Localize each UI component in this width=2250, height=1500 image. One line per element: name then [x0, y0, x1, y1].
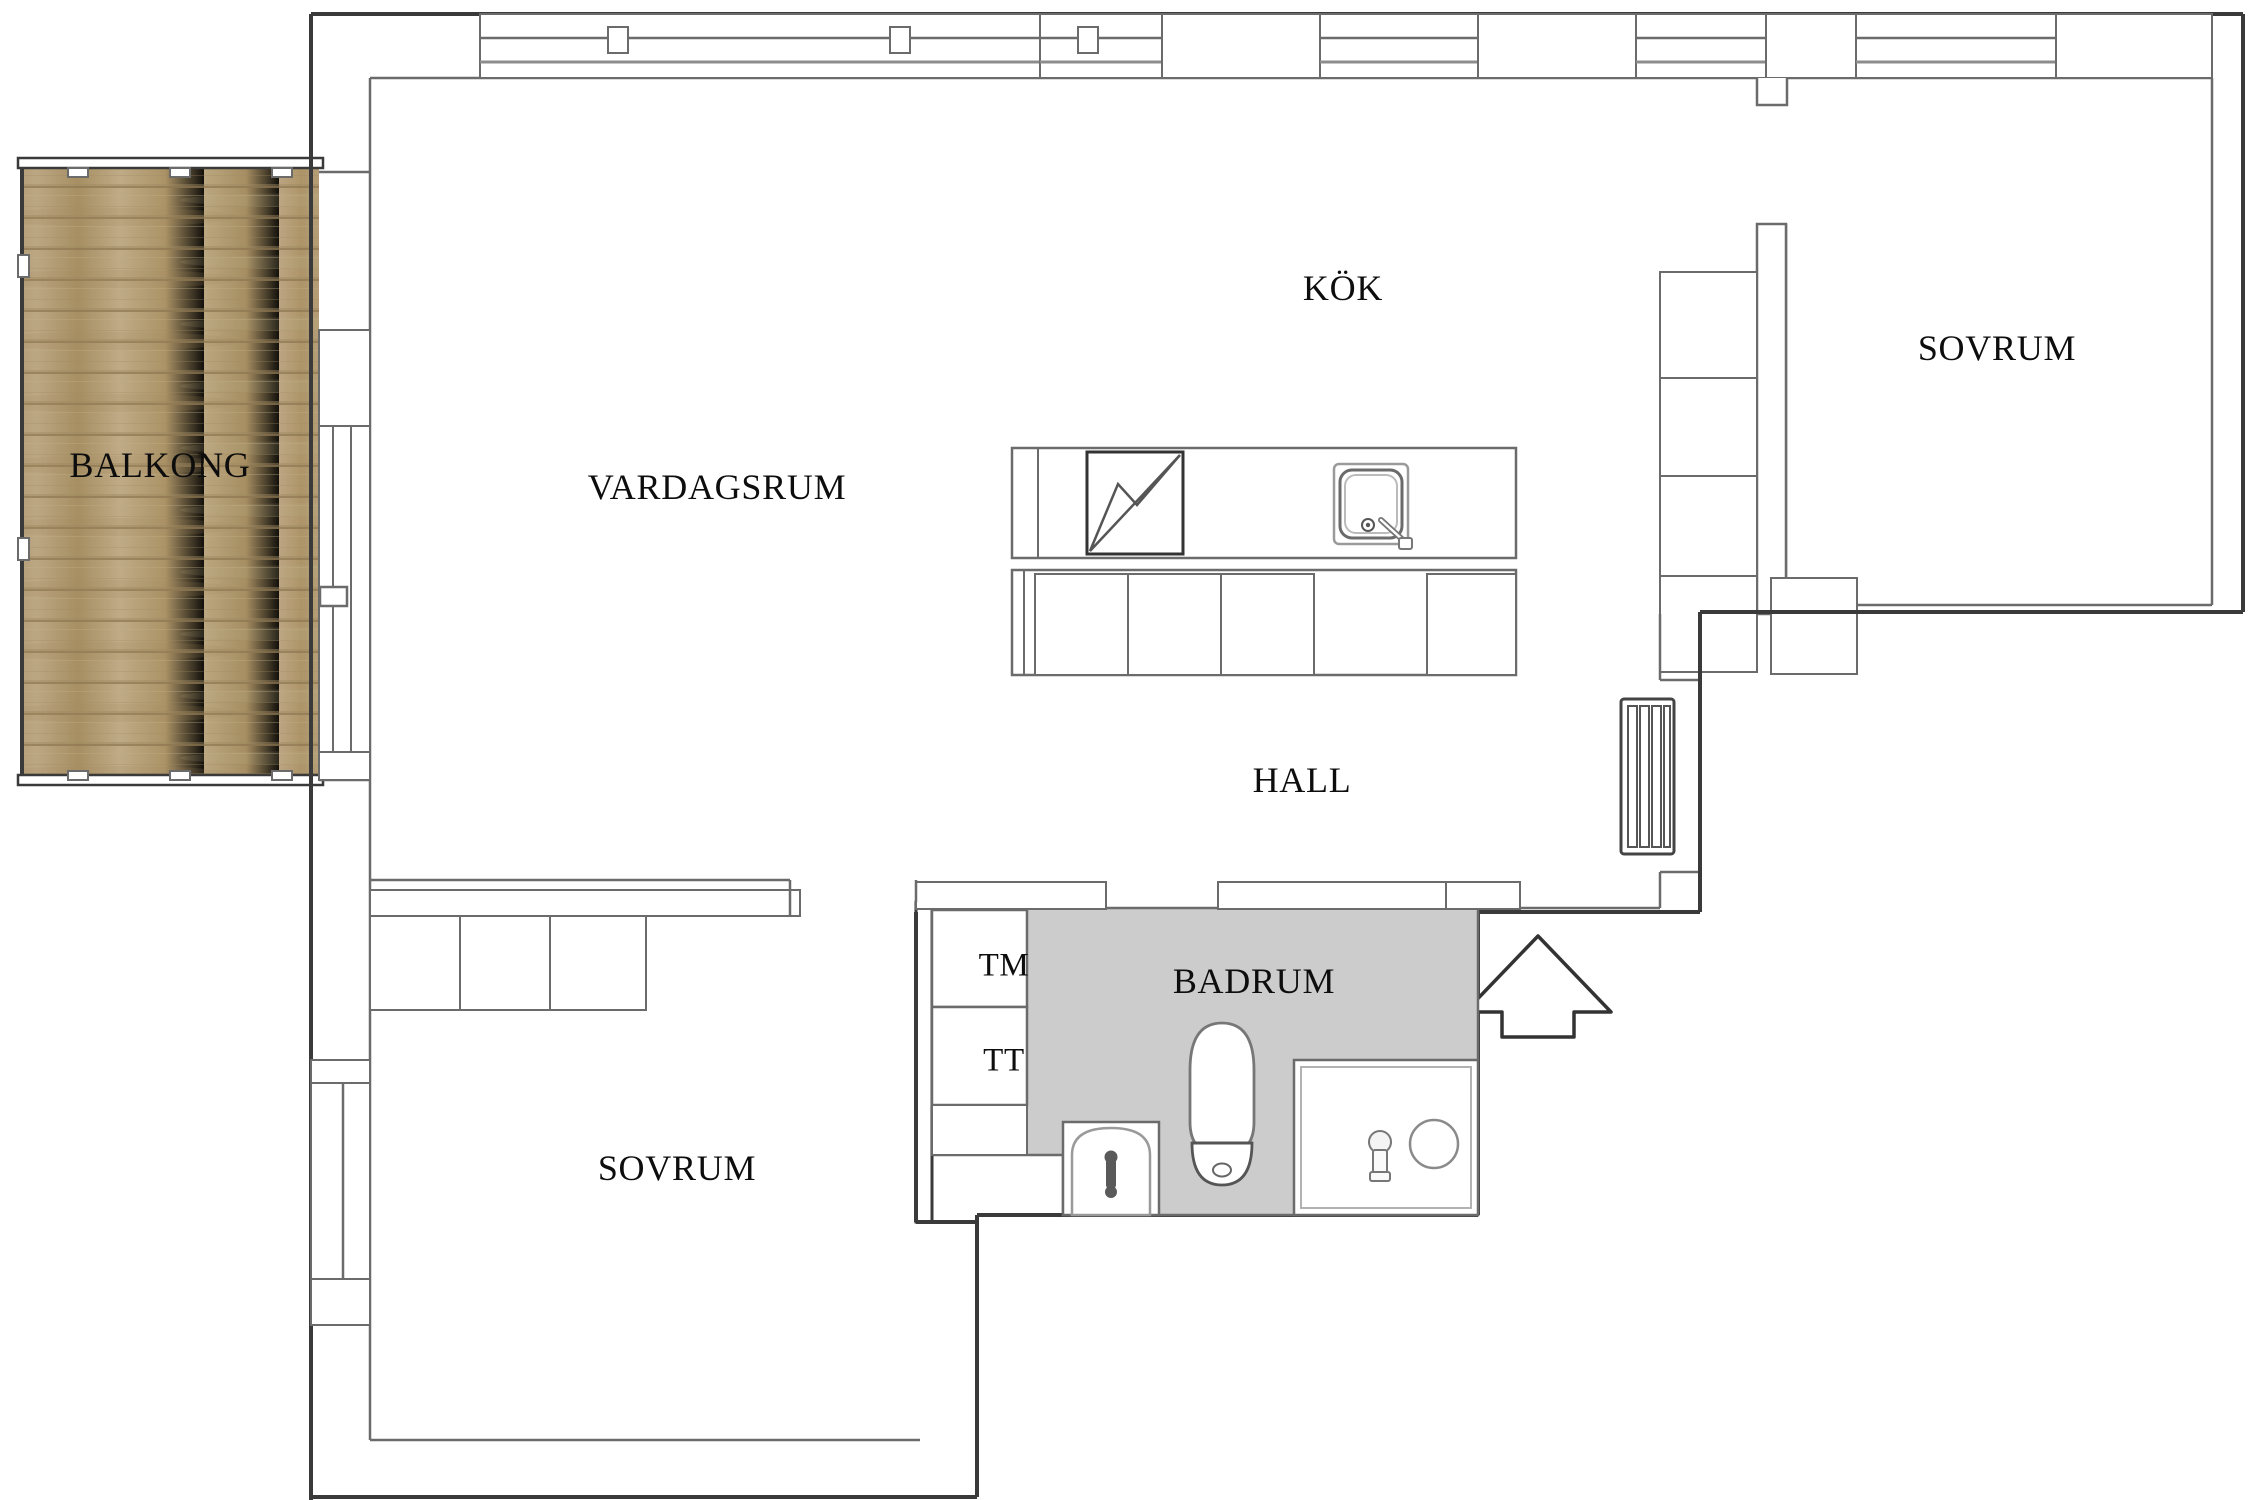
basin-faucet-icon: [1106, 1157, 1116, 1189]
balcony-area: [16, 156, 325, 787]
sovrum-left-room: [369, 878, 801, 1011]
entry-wall-thick: [1478, 610, 2243, 914]
cooktop-symbol-icon: [1088, 454, 1181, 552]
window-handle-icon: [889, 26, 911, 54]
window-handle-icon: [1077, 26, 1099, 54]
window-handle-icon: [607, 26, 629, 54]
floor-drain-icon: [1408, 1118, 1460, 1170]
hall-lower-wall: [788, 880, 918, 916]
badrum-door-openings[interactable]: [915, 881, 1521, 910]
door-opening-hall[interactable]: [1445, 881, 1521, 910]
sovrum-right-closets[interactable]: [1659, 271, 1758, 673]
window-top-3: [1319, 13, 1479, 79]
balcony-rail-posts: [17, 167, 293, 781]
wall-notch: [1755, 78, 1789, 107]
closet-cell[interactable]: [369, 915, 461, 1011]
sovrum-right-builtin[interactable]: [1770, 577, 1858, 675]
kitchen-counter: [1010, 446, 1518, 677]
door-opening-laundry[interactable]: [915, 881, 1107, 910]
closet-cell[interactable]: [1659, 575, 1758, 673]
sovrum-left-closets[interactable]: [369, 915, 647, 1011]
appliance-stack[interactable]: [930, 908, 1029, 1156]
badrum-room: [914, 881, 1521, 1224]
closet-cell[interactable]: [1659, 271, 1758, 379]
closet-cell[interactable]: [459, 915, 551, 1011]
washing-machine-box[interactable]: [930, 908, 1029, 1009]
badrum-left-wall: [914, 900, 934, 1224]
balcony-door[interactable]: [318, 329, 371, 781]
window-top-1: [479, 13, 1041, 79]
stove-cooktop[interactable]: [1085, 450, 1185, 556]
bedroom-bath-divider: [914, 912, 977, 1224]
kitchen-sink[interactable]: [1332, 462, 1413, 550]
toilet[interactable]: [1188, 1021, 1256, 1187]
door-handle-icon[interactable]: [318, 585, 349, 608]
partition-wall-right: [1755, 222, 1788, 616]
shower-area[interactable]: [1292, 1058, 1480, 1217]
window-top-5: [1855, 13, 2057, 79]
balcony-wood-grain-overlay: [22, 168, 319, 780]
window-top-4: [1635, 13, 1767, 79]
balcony-door-sill: [318, 751, 371, 781]
closet-cell[interactable]: [1659, 475, 1758, 577]
tumble-dryer-box[interactable]: [930, 1005, 1029, 1107]
window-top-2: [1039, 13, 1163, 79]
wall-segment-top-2: [1477, 13, 1637, 79]
closet-cell[interactable]: [1659, 377, 1758, 477]
radiator: [1619, 697, 1676, 856]
bathroom-sink[interactable]: [1061, 1120, 1161, 1217]
window-group-top: [479, 13, 2213, 107]
kitchen-base-cabinets: [1010, 568, 1518, 677]
wall-segment-top-4: [2055, 13, 2213, 79]
wall-segment-top-1: [1161, 13, 1321, 79]
sovrum-right-room: [1659, 222, 2212, 675]
wall-segment-top-3: [1765, 13, 1857, 79]
balcony-rail-top: [16, 156, 325, 170]
toilet-bowl-icon: [1188, 1021, 1256, 1157]
closet-cell[interactable]: [549, 915, 647, 1011]
door-opening-badrum[interactable]: [1217, 881, 1447, 910]
balcony-door-head: [318, 329, 371, 427]
shower-mixer-icon: [1368, 1130, 1392, 1182]
sovrum-left-lintel: [369, 889, 801, 917]
window-left-bedroom: [310, 1059, 371, 1326]
appliance-stack-base: [931, 1104, 1028, 1156]
